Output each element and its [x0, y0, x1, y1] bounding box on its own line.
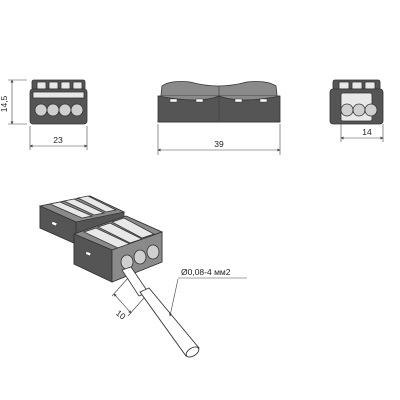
wire-range-callout: Ø0,08-4 мм2 [169, 267, 247, 317]
strip-length-label: 10 [114, 308, 128, 322]
top-view [157, 81, 281, 123]
height-label: 14,5 [0, 95, 9, 112]
top-length-dimension: 39 [157, 124, 281, 155]
wire-range-label: Ø0,08-4 мм2 [181, 267, 231, 277]
front-width-label: 23 [53, 135, 63, 145]
front-view-4-hole [29, 79, 88, 125]
side-width-dimension: 14 [340, 124, 384, 142]
top-length-label: 39 [214, 139, 224, 149]
side-view-3-hole [329, 79, 384, 125]
isometric-view [38, 195, 200, 358]
height-dimension: 14,5 [0, 79, 27, 125]
side-width-label: 14 [362, 127, 372, 137]
front-width-dimension: 23 [29, 126, 88, 150]
